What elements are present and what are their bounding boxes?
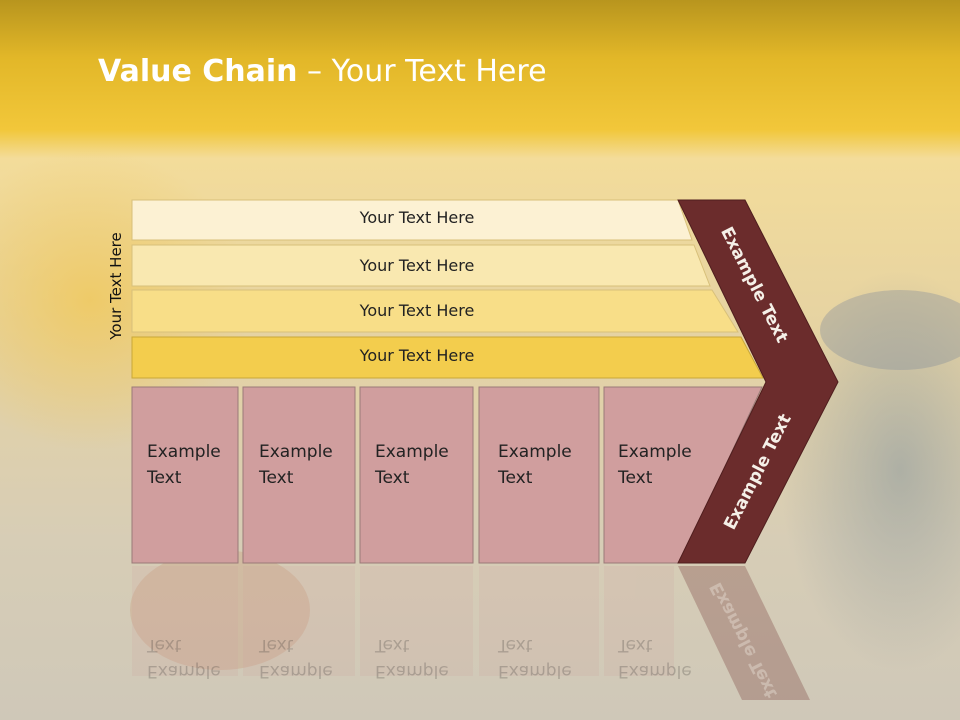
title-bold: Value Chain bbox=[98, 54, 298, 89]
box-label-1-line1: Example bbox=[147, 442, 221, 462]
box-reflection-4: Example Text bbox=[498, 635, 572, 681]
box-label-5: Example Text bbox=[618, 439, 692, 491]
box-label-2: Example Text bbox=[259, 439, 333, 491]
bar-label-4: Your Text Here bbox=[359, 346, 475, 365]
box-2 bbox=[242, 386, 356, 564]
box-label-3-line1: Example bbox=[375, 442, 449, 462]
box-reflection-2: Example Text bbox=[259, 635, 333, 681]
page-title: Value Chain – Your Text Here bbox=[98, 54, 547, 89]
box-label-5-line1: Example bbox=[618, 442, 692, 462]
bar-label-2: Your Text Here bbox=[359, 256, 475, 275]
box-reflection-1: Example Text bbox=[147, 635, 221, 681]
box-label-3: Example Text bbox=[375, 439, 449, 491]
box-label-2-line1: Example bbox=[259, 442, 333, 462]
box-label-1-line2: Text bbox=[147, 468, 182, 488]
box-reflection-5: Example Text bbox=[618, 635, 692, 681]
bar-label-3: Your Text Here bbox=[359, 301, 475, 320]
title-rest: – Your Text Here bbox=[297, 54, 547, 89]
chevron-arrow bbox=[677, 199, 839, 564]
box-label-4-line1: Example bbox=[498, 442, 572, 462]
bar-3 bbox=[131, 289, 739, 333]
box-label-1: Example Text bbox=[147, 439, 221, 491]
box-label-2-line2: Text bbox=[259, 468, 294, 488]
box-3 bbox=[359, 386, 474, 564]
box-label-4: Example Text bbox=[498, 439, 572, 491]
box-1 bbox=[131, 386, 239, 564]
bar-4 bbox=[131, 336, 764, 379]
box-label-3-line2: Text bbox=[375, 468, 410, 488]
bar-label-1: Your Text Here bbox=[359, 208, 475, 227]
box-label-5-line2: Text bbox=[618, 468, 653, 488]
box-4 bbox=[478, 386, 600, 564]
box-reflection-3: Example Text bbox=[375, 635, 449, 681]
box-label-4-line2: Text bbox=[498, 468, 533, 488]
bar-1 bbox=[131, 199, 693, 241]
bar-2 bbox=[131, 244, 711, 287]
